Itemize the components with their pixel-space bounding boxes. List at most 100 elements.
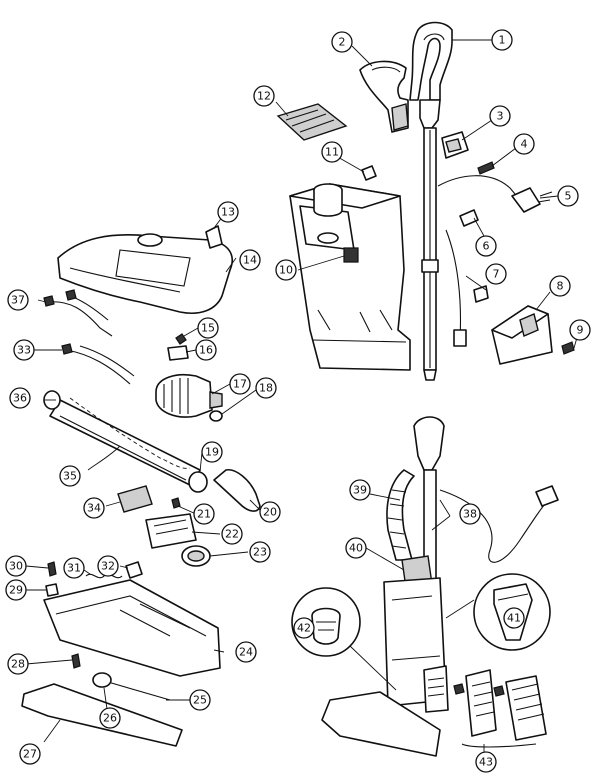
svg-text:23: 23 [253,546,267,559]
callout-15: 15 [197,317,219,339]
callout-24: 24 [235,641,257,663]
callout-34: 34 [83,497,105,519]
callout-17: 17 [229,373,251,395]
callout-25: 25 [189,689,211,711]
screw-part-9 [561,341,575,355]
callout-40: 40 [345,537,367,559]
callout-18: 18 [255,377,277,399]
rear-wheel-part-26 [92,672,112,688]
svg-text:7: 7 [493,268,500,281]
svg-text:36: 36 [13,392,27,405]
power-cord-part-5 [437,175,553,213]
svg-text:9: 9 [577,324,584,337]
svg-text:40: 40 [349,542,363,555]
body-housing-part-10 [289,183,411,371]
callout-7: 7 [485,263,507,285]
svg-text:22: 22 [225,528,239,541]
svg-text:20: 20 [263,506,277,519]
svg-text:29: 29 [9,584,23,597]
callout-43: 43 [475,751,497,773]
inset-42-leader [349,645,397,691]
callout-4: 4 [513,133,535,155]
callout-39: 39 [349,479,371,501]
screw-part-15 [175,333,187,345]
callout-2: 2 [331,31,353,53]
callout-29: 29 [5,579,27,601]
small-fastener-part-11 [361,165,377,181]
callout-36: 36 [9,387,31,409]
wire-harness-part-33 [61,343,135,385]
svg-text:43: 43 [479,756,493,769]
callout-20: 20 [259,501,281,523]
svg-text:15: 15 [201,322,215,335]
inset-41-leader [445,599,475,619]
screw-part-28 [71,653,81,669]
callout-42: 42 [293,617,315,639]
callout-41: 41 [503,607,525,629]
callout-26: 26 [99,707,121,729]
svg-text:8: 8 [557,280,564,293]
wire-harness-part-37 [43,289,113,337]
cord-hook-part-2 [359,60,409,133]
svg-text:2: 2 [339,36,346,49]
callout-23: 23 [249,541,271,563]
svg-text:37: 37 [11,294,25,307]
svg-text:30: 30 [9,560,23,573]
svg-text:10: 10 [279,264,293,277]
svg-text:6: 6 [483,240,490,253]
svg-text:27: 27 [23,748,37,761]
svg-text:35: 35 [63,470,77,483]
svg-text:38: 38 [463,508,477,521]
filter-pad-part-12 [276,103,348,141]
cord-end-connector [453,329,467,347]
svg-text:1: 1 [499,34,506,47]
callout-19: 19 [201,441,223,463]
svg-text:5: 5 [565,190,572,203]
svg-text:12: 12 [257,90,271,103]
svg-text:26: 26 [103,712,117,725]
callout-3: 3 [489,105,511,127]
callout-12: 12 [253,85,275,107]
svg-text:34: 34 [87,502,101,515]
drive-belt-part-20 [213,469,261,512]
svg-text:41: 41 [507,612,521,625]
filter-inset-part-42 [291,587,361,657]
svg-text:16: 16 [199,344,213,357]
cord-connector-part-6 [459,209,479,227]
switch-part-32 [125,561,143,579]
svg-text:33: 33 [17,344,31,357]
callout-5: 5 [557,185,579,207]
svg-text:31: 31 [67,562,81,575]
switch-housing-part-8 [491,305,553,365]
callout-37: 37 [7,289,29,311]
callout-31: 31 [63,557,85,579]
spring-part-31 [85,573,123,579]
fastener-part-29 [45,583,59,597]
callout-21: 21 [193,503,215,525]
motor-part-17 [155,374,223,418]
svg-text:28: 28 [11,658,25,671]
callout-8: 8 [549,275,571,297]
holder-part-22 [145,513,197,549]
callout-14: 14 [239,249,261,271]
callout-28: 28 [7,653,29,675]
assembled-vacuum [321,416,559,757]
screw-part-30 [47,561,57,577]
axle-part-25 [107,681,171,701]
svg-text:4: 4 [521,138,528,151]
brush-pulley-part-19 [188,471,208,493]
callout-9: 9 [569,319,591,341]
svg-text:3: 3 [497,110,504,123]
callout-33: 33 [13,339,35,361]
wheel-part-23 [181,545,211,567]
screw-part-4 [477,161,495,175]
hood-clip-part-13 [205,225,223,249]
svg-text:25: 25 [193,694,207,707]
svg-text:18: 18 [259,382,273,395]
svg-text:21: 21 [197,508,211,521]
upper-handle-part-1 [409,21,453,381]
svg-text:32: 32 [101,560,115,573]
base-pan-part-24 [43,579,221,677]
nozzle-hood-part-14 [57,233,234,314]
